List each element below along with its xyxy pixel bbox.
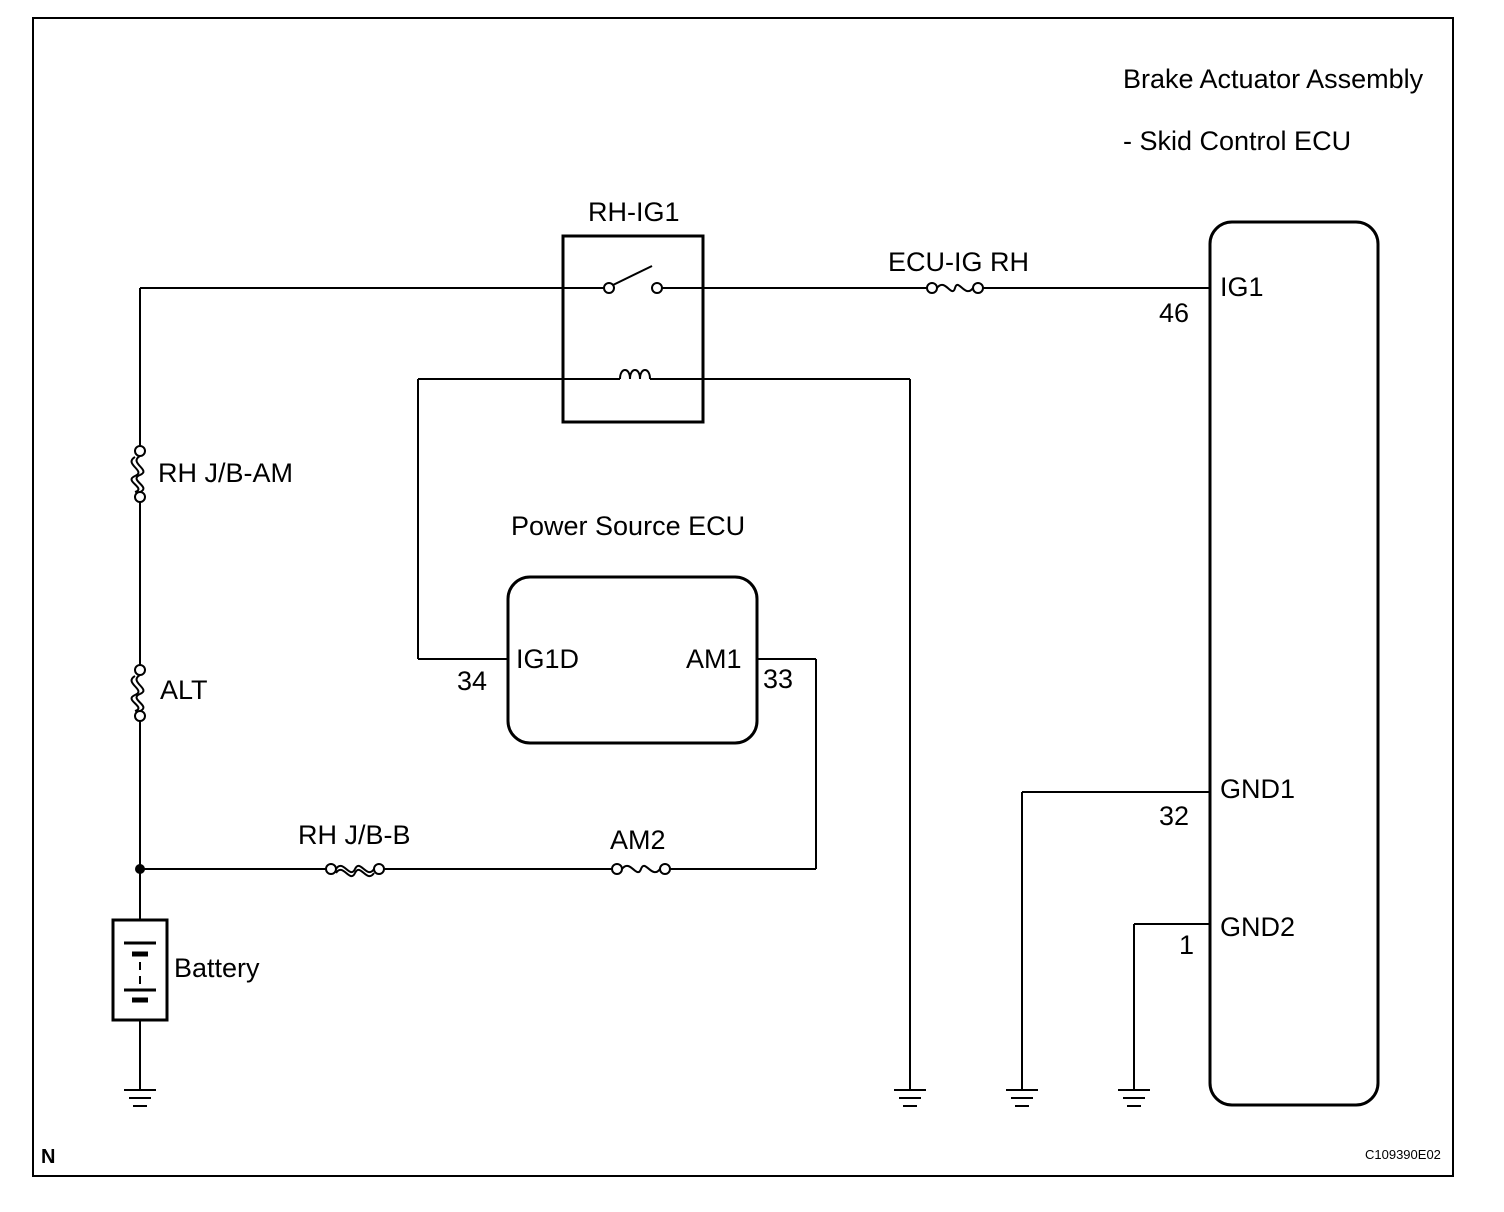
fuse-alt: ALT: [130, 664, 208, 722]
battery-label: Battery: [174, 953, 260, 983]
corner-mark: N: [41, 1146, 55, 1168]
battery: Battery: [111, 918, 260, 1022]
pin-ig1d-number: 34: [457, 666, 487, 696]
left-supply-wire: [139, 287, 605, 1090]
pin-am1-name: AM1: [686, 644, 742, 674]
fuse-ecu-ig-rh-label: ECU-IG RH: [888, 247, 1029, 277]
pin-ig1d-name: IG1D: [516, 644, 579, 674]
assembly-title-line2: - Skid Control ECU: [1123, 126, 1351, 156]
ground-symbol-gnd2: [1118, 1089, 1150, 1107]
diagram-frame: [32, 17, 1454, 1177]
fuse-rh-jb-b-label: RH J/B-B: [298, 820, 411, 850]
figure-code: C109390E02: [1365, 1147, 1441, 1162]
pin-ig1-name: IG1: [1220, 272, 1264, 302]
pin-gnd2-number: 1: [1179, 930, 1194, 960]
ground-symbol-relay: [894, 1089, 926, 1107]
pin-gnd1-number: 32: [1159, 801, 1189, 831]
fuse-rh-jb-am: RH J/B-AM: [130, 445, 293, 503]
ground-symbol-battery: [124, 1089, 156, 1107]
pin-gnd2-name: GND2: [1220, 912, 1295, 942]
relay-label: RH-IG1: [588, 197, 680, 227]
fuse-am2: AM2: [610, 825, 671, 875]
fuse-am2-label: AM2: [610, 825, 666, 855]
fuse-rh-jb-am-label: RH J/B-AM: [158, 458, 293, 488]
pin-am1-number: 33: [763, 664, 793, 694]
ground-wires: [1021, 791, 1210, 1090]
assembly-title-line1: Brake Actuator Assembly: [1123, 64, 1424, 94]
pin-ig1-number: 46: [1159, 298, 1189, 328]
power-ecu-label: Power Source ECU: [511, 511, 745, 541]
fuse-alt-label: ALT: [160, 675, 208, 705]
pin-gnd1-name: GND1: [1220, 774, 1295, 804]
fuse-rh-jb-b: RH J/B-B: [298, 820, 411, 878]
ground-symbol-gnd1: [1006, 1089, 1038, 1107]
am-supply-wire: [140, 658, 817, 870]
relay-rh-ig1: RH-IG1: [561, 197, 705, 424]
skid-control-ecu: Brake Actuator Assembly - Skid Control E…: [1123, 64, 1424, 1107]
power-source-ecu: Power Source ECU IG1D 34 AM1 33: [457, 511, 793, 745]
relay-coil-wires: [417, 378, 911, 1090]
fuse-ecu-ig-rh: ECU-IG RH: [888, 247, 1029, 294]
